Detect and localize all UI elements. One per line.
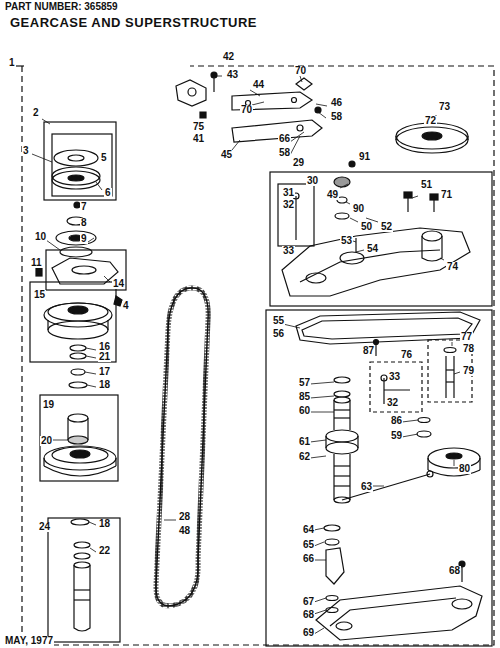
callout-number: 66 bbox=[302, 554, 315, 564]
diagram-title: GEARCASE AND SUPERSTRUCTURE bbox=[10, 16, 257, 29]
callout-number: 63 bbox=[360, 482, 373, 492]
callout-number: 53 bbox=[340, 236, 353, 246]
callout-number: 44 bbox=[252, 80, 265, 90]
callout-number: 21 bbox=[98, 352, 111, 362]
callout-number: 76 bbox=[400, 350, 413, 360]
callout-number: 14 bbox=[112, 279, 125, 289]
callout-number: 18 bbox=[98, 380, 111, 390]
callout-number: 15 bbox=[33, 290, 46, 300]
callout-number: 61 bbox=[298, 437, 311, 447]
callout-number: 54 bbox=[366, 244, 379, 254]
callout-number: 31 bbox=[282, 188, 295, 198]
callout-number: 52 bbox=[380, 222, 393, 232]
callout-number: 70 bbox=[294, 66, 307, 76]
callout-number: 7 bbox=[80, 202, 88, 212]
callout-number: 57 bbox=[298, 378, 311, 388]
callout-number: 41 bbox=[192, 134, 205, 144]
callout-number: 10 bbox=[34, 232, 47, 242]
callout-number: 51 bbox=[420, 180, 433, 190]
callout-number: 55 bbox=[272, 316, 285, 326]
callout-number: 69 bbox=[302, 628, 315, 638]
callout-number: 33 bbox=[282, 246, 295, 256]
callout-number: 86 bbox=[390, 416, 403, 426]
callout-number: 75 bbox=[192, 122, 205, 132]
callout-number: 9 bbox=[80, 234, 88, 244]
callout-number: 20 bbox=[40, 436, 53, 446]
callout-number: 3 bbox=[22, 146, 30, 156]
callout-number: 74 bbox=[446, 262, 459, 272]
callout-number: 32 bbox=[282, 200, 295, 210]
callout-number: 28 bbox=[178, 512, 191, 522]
callout-number: 11 bbox=[30, 258, 43, 268]
callout-number: 48 bbox=[178, 526, 191, 536]
callout-number: 4 bbox=[122, 301, 130, 311]
callout-number: 77 bbox=[460, 332, 473, 342]
callout-number: 60 bbox=[298, 406, 311, 416]
callout-number: 66 bbox=[278, 134, 291, 144]
callout-number: 50 bbox=[360, 222, 373, 232]
callout-number: 62 bbox=[298, 452, 311, 462]
callout-number: 72 bbox=[424, 116, 437, 126]
callout-number: 18 bbox=[98, 519, 111, 529]
callout-number: 59 bbox=[390, 431, 403, 441]
callout-number: 43 bbox=[226, 70, 239, 80]
callout-number: 6 bbox=[104, 188, 112, 198]
callout-number: 49 bbox=[326, 190, 339, 200]
callout-number: 80 bbox=[458, 464, 471, 474]
callout-number: 33 bbox=[388, 372, 401, 382]
callout-number: 67 bbox=[302, 597, 315, 607]
callout-number: 68 bbox=[448, 566, 461, 576]
callout-number: 17 bbox=[98, 367, 111, 377]
callout-number: 8 bbox=[80, 218, 88, 228]
callout-number: 64 bbox=[302, 525, 315, 535]
callout-number: 68 bbox=[302, 610, 315, 620]
callout-number: 90 bbox=[352, 204, 365, 214]
callout-number: 16 bbox=[98, 342, 111, 352]
callout-number: 5 bbox=[100, 153, 108, 163]
callout-number: 87 bbox=[362, 346, 375, 356]
callout-number: 30 bbox=[306, 176, 319, 186]
callout-number: 91 bbox=[358, 152, 371, 162]
callout-number: 19 bbox=[42, 400, 55, 410]
callout-number: 45 bbox=[220, 150, 233, 160]
sheet-note: MAY, 1977 bbox=[4, 636, 54, 646]
callout-number: 56 bbox=[272, 329, 285, 339]
callout-number: 2 bbox=[32, 108, 40, 118]
callout-number: 78 bbox=[462, 344, 475, 354]
callout-number: 85 bbox=[298, 392, 311, 402]
callout-number: 73 bbox=[438, 102, 451, 112]
callout-number: 79 bbox=[462, 366, 475, 376]
callout-number: 70 bbox=[240, 105, 253, 115]
callout-number: 71 bbox=[440, 190, 453, 200]
callout-number: 24 bbox=[38, 522, 51, 532]
callout-number: 58 bbox=[278, 148, 291, 158]
callout-number: 32 bbox=[386, 398, 399, 408]
callout-number: 46 bbox=[330, 98, 343, 108]
callout-number: 29 bbox=[292, 158, 305, 168]
callout-number: 22 bbox=[98, 546, 111, 556]
callout-number: 65 bbox=[302, 540, 315, 550]
callout-number: 58 bbox=[330, 112, 343, 122]
sheet-note: PART NUMBER: 365859 bbox=[4, 2, 119, 12]
callout-number: 42 bbox=[222, 52, 235, 62]
callout-number: 1 bbox=[8, 58, 16, 68]
